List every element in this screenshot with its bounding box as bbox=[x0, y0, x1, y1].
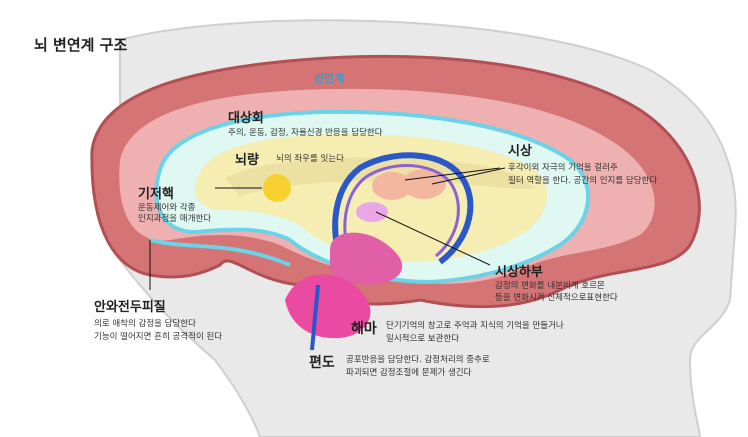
orbitofrontal-desc-1: 의로 애착의 감정을 담당한다 bbox=[94, 317, 196, 329]
amygdala-name: 편도 bbox=[309, 352, 335, 372]
corpus-desc: 뇌의 좌우를 잇는다 bbox=[276, 152, 344, 164]
amygdala-desc-1: 공포반응을 담당한다. 감정처리의 중추로 bbox=[346, 353, 490, 365]
thalamus-desc-2: 필터 역할을 한다. 공간의 인지를 담당한다 bbox=[508, 174, 657, 186]
cingulate-name: 대상회 bbox=[228, 107, 264, 126]
amygdala-desc-2: 파괴되면 감정조절에 문제가 생긴다 bbox=[346, 366, 471, 378]
orbitofrontal-name: 안와전두피질 bbox=[94, 296, 166, 315]
thalamus-name: 시상 bbox=[508, 140, 532, 159]
basal-name: 기저핵 bbox=[138, 183, 174, 202]
hippocampus-desc-2: 일시적으로 보관한다 bbox=[386, 332, 459, 344]
hypothalamus bbox=[356, 202, 388, 222]
corpus-name: 뇌량 bbox=[235, 149, 259, 168]
hypothalamus-desc-1: 감정의 변화를 내분비계 호르몬 bbox=[495, 279, 605, 291]
hippocampus-desc-1: 단기기억의 창고로 주억과 지식의 기억을 만들거나 bbox=[386, 319, 564, 331]
limbic-label: 변연계 bbox=[314, 70, 344, 86]
hippocampus-name: 해마 bbox=[351, 318, 377, 338]
thalamus-desc-1: 후각이외 자극의 기억을 걸러주 bbox=[508, 161, 618, 173]
basal-ganglia bbox=[263, 174, 291, 202]
diagram-title: 뇌 변연계 구조 bbox=[34, 34, 127, 55]
orbitofrontal-desc-2: 기능이 떨어지면 흔히 공격적이 된다 bbox=[94, 330, 222, 342]
cingulate-desc: 주의, 운동, 감정, 자율신경 반응을 담당한다 bbox=[228, 126, 383, 138]
hypothalamus-name: 시상하부 bbox=[495, 261, 543, 280]
hypothalamus-desc-2: 등을 변화시켜 신체적으로표현한다 bbox=[495, 291, 618, 303]
basal-desc-2: 인지과정을 매개한다 bbox=[138, 212, 211, 224]
